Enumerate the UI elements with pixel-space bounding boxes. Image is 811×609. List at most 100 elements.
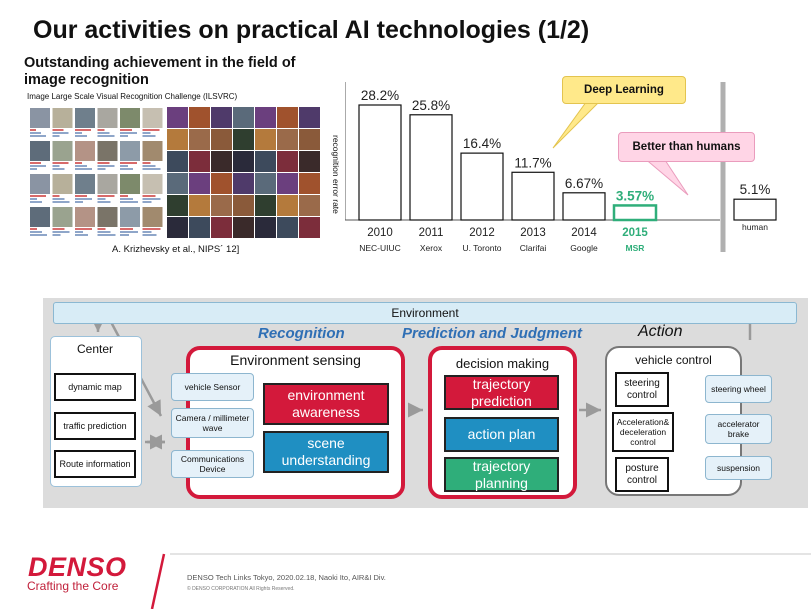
sample-photo	[299, 173, 320, 194]
better-than-humans-callout: Better than humans	[618, 132, 755, 162]
sample-photo	[255, 195, 276, 216]
sample-thumbnail	[75, 141, 95, 161]
slide-title: Our activities on practical AI technolog…	[33, 16, 590, 44]
prediction-bar	[75, 168, 92, 170]
prediction-bar	[75, 231, 83, 233]
prediction-bar	[52, 231, 70, 233]
data-label-2013: 11.7%	[514, 155, 551, 170]
prediction-bar	[30, 201, 42, 203]
prediction-bar	[97, 228, 106, 230]
center-item: traffic prediction	[54, 412, 136, 440]
section-recognition: Recognition	[258, 325, 345, 342]
sample-photo	[277, 195, 298, 216]
section-prediction: Prediction and Judgment	[402, 325, 583, 342]
data-label-2012: 16.4%	[463, 136, 501, 151]
recognition-sample-grid	[30, 108, 163, 236]
prediction-bar	[120, 198, 133, 200]
prediction-bar	[142, 168, 161, 170]
prediction-bar	[120, 135, 128, 137]
bar-2014	[562, 192, 606, 221]
prediction-bar	[97, 162, 110, 164]
sample-photo	[277, 173, 298, 194]
data-label-2015: 3.57%	[616, 188, 654, 203]
sample-photo	[189, 173, 210, 194]
sample-thumbnail	[75, 108, 95, 128]
sample-photo	[167, 173, 188, 194]
sensor-box: Communications Device	[171, 450, 254, 478]
prediction-bar	[52, 135, 60, 137]
prediction-bar	[142, 162, 151, 164]
sample-photo	[233, 195, 254, 216]
sample-thumbnail	[142, 207, 163, 227]
team-label-2013: Clarifai	[520, 243, 547, 253]
center-item: dynamic map	[54, 373, 136, 401]
sample-photo	[211, 217, 232, 238]
vehicle-control-item: steering control	[615, 372, 669, 407]
prediction-bar	[142, 165, 156, 167]
sample-photo-grid	[167, 107, 320, 238]
sample-photo	[233, 129, 254, 150]
prediction-bar	[30, 228, 37, 230]
sample-photo	[299, 217, 320, 238]
sample-photo	[299, 195, 320, 216]
denso-logo: DENSO	[28, 552, 127, 582]
decision-making-title: decision making	[455, 356, 550, 371]
section-action: Action	[638, 323, 683, 340]
tick-label-2010: 2010	[367, 227, 393, 239]
vehicle-control-item: Acceleration& deceleration control	[612, 412, 674, 452]
sample-photo	[299, 151, 320, 172]
prediction-bar	[142, 195, 156, 197]
sensor-box: Camera / millimeter wave	[171, 408, 254, 438]
sample-photo	[277, 107, 298, 128]
sample-photo	[233, 217, 254, 238]
chart-y-axis-label: recognition error rate	[331, 135, 341, 214]
prediction-bar	[120, 165, 128, 167]
sensor-box: vehicle Sensor	[171, 373, 254, 401]
sample-thumbnail	[52, 141, 73, 161]
sample-thumbnail	[30, 207, 50, 227]
prediction-bar	[75, 198, 92, 200]
prediction-bar	[142, 198, 161, 200]
prediction-bar	[52, 162, 69, 164]
sample-photo	[233, 151, 254, 172]
prediction-bar	[120, 231, 138, 233]
sample-photo	[189, 195, 210, 216]
prediction-bar	[97, 168, 106, 170]
prediction-bar	[97, 198, 106, 200]
sample-thumbnail	[30, 174, 50, 194]
bar-human	[733, 198, 777, 221]
prediction-bar	[75, 165, 87, 167]
sample-photo	[211, 151, 232, 172]
deep-learning-pointer	[552, 97, 605, 149]
prediction-bar	[52, 228, 65, 230]
prediction-bar	[120, 228, 133, 230]
sample-thumbnail	[97, 207, 118, 227]
tick-label-2011: 2011	[419, 227, 444, 239]
bar-2012	[460, 152, 504, 221]
sample-photo	[277, 217, 298, 238]
prediction-bar	[52, 234, 61, 236]
sample-photo	[167, 129, 188, 150]
prediction-bar	[52, 168, 65, 170]
actuator-box: steering wheel	[705, 375, 772, 403]
data-label-2011: 25.8%	[412, 98, 450, 113]
footer-copyright: © DENSO CORPORATION All Rights Reserved.	[187, 586, 295, 592]
prediction-bar	[142, 234, 157, 236]
prediction-bar	[52, 165, 60, 167]
sample-thumbnail	[52, 174, 73, 194]
prediction-bar	[75, 162, 82, 164]
sample-thumbnail	[97, 141, 118, 161]
sample-photo	[189, 107, 210, 128]
center-item: Route information	[54, 450, 136, 478]
sample-thumbnail	[97, 108, 118, 128]
sample-photo	[189, 217, 210, 238]
prediction-bar	[97, 132, 110, 134]
prediction-bar	[75, 135, 87, 137]
sample-photo	[211, 129, 232, 150]
footer-divider	[150, 553, 811, 609]
prediction-bar	[30, 129, 36, 131]
prediction-bar	[30, 231, 42, 233]
prediction-bar	[142, 231, 152, 233]
environment-awareness-box: environment awareness	[263, 383, 389, 425]
tick-label-2014: 2014	[571, 227, 597, 239]
